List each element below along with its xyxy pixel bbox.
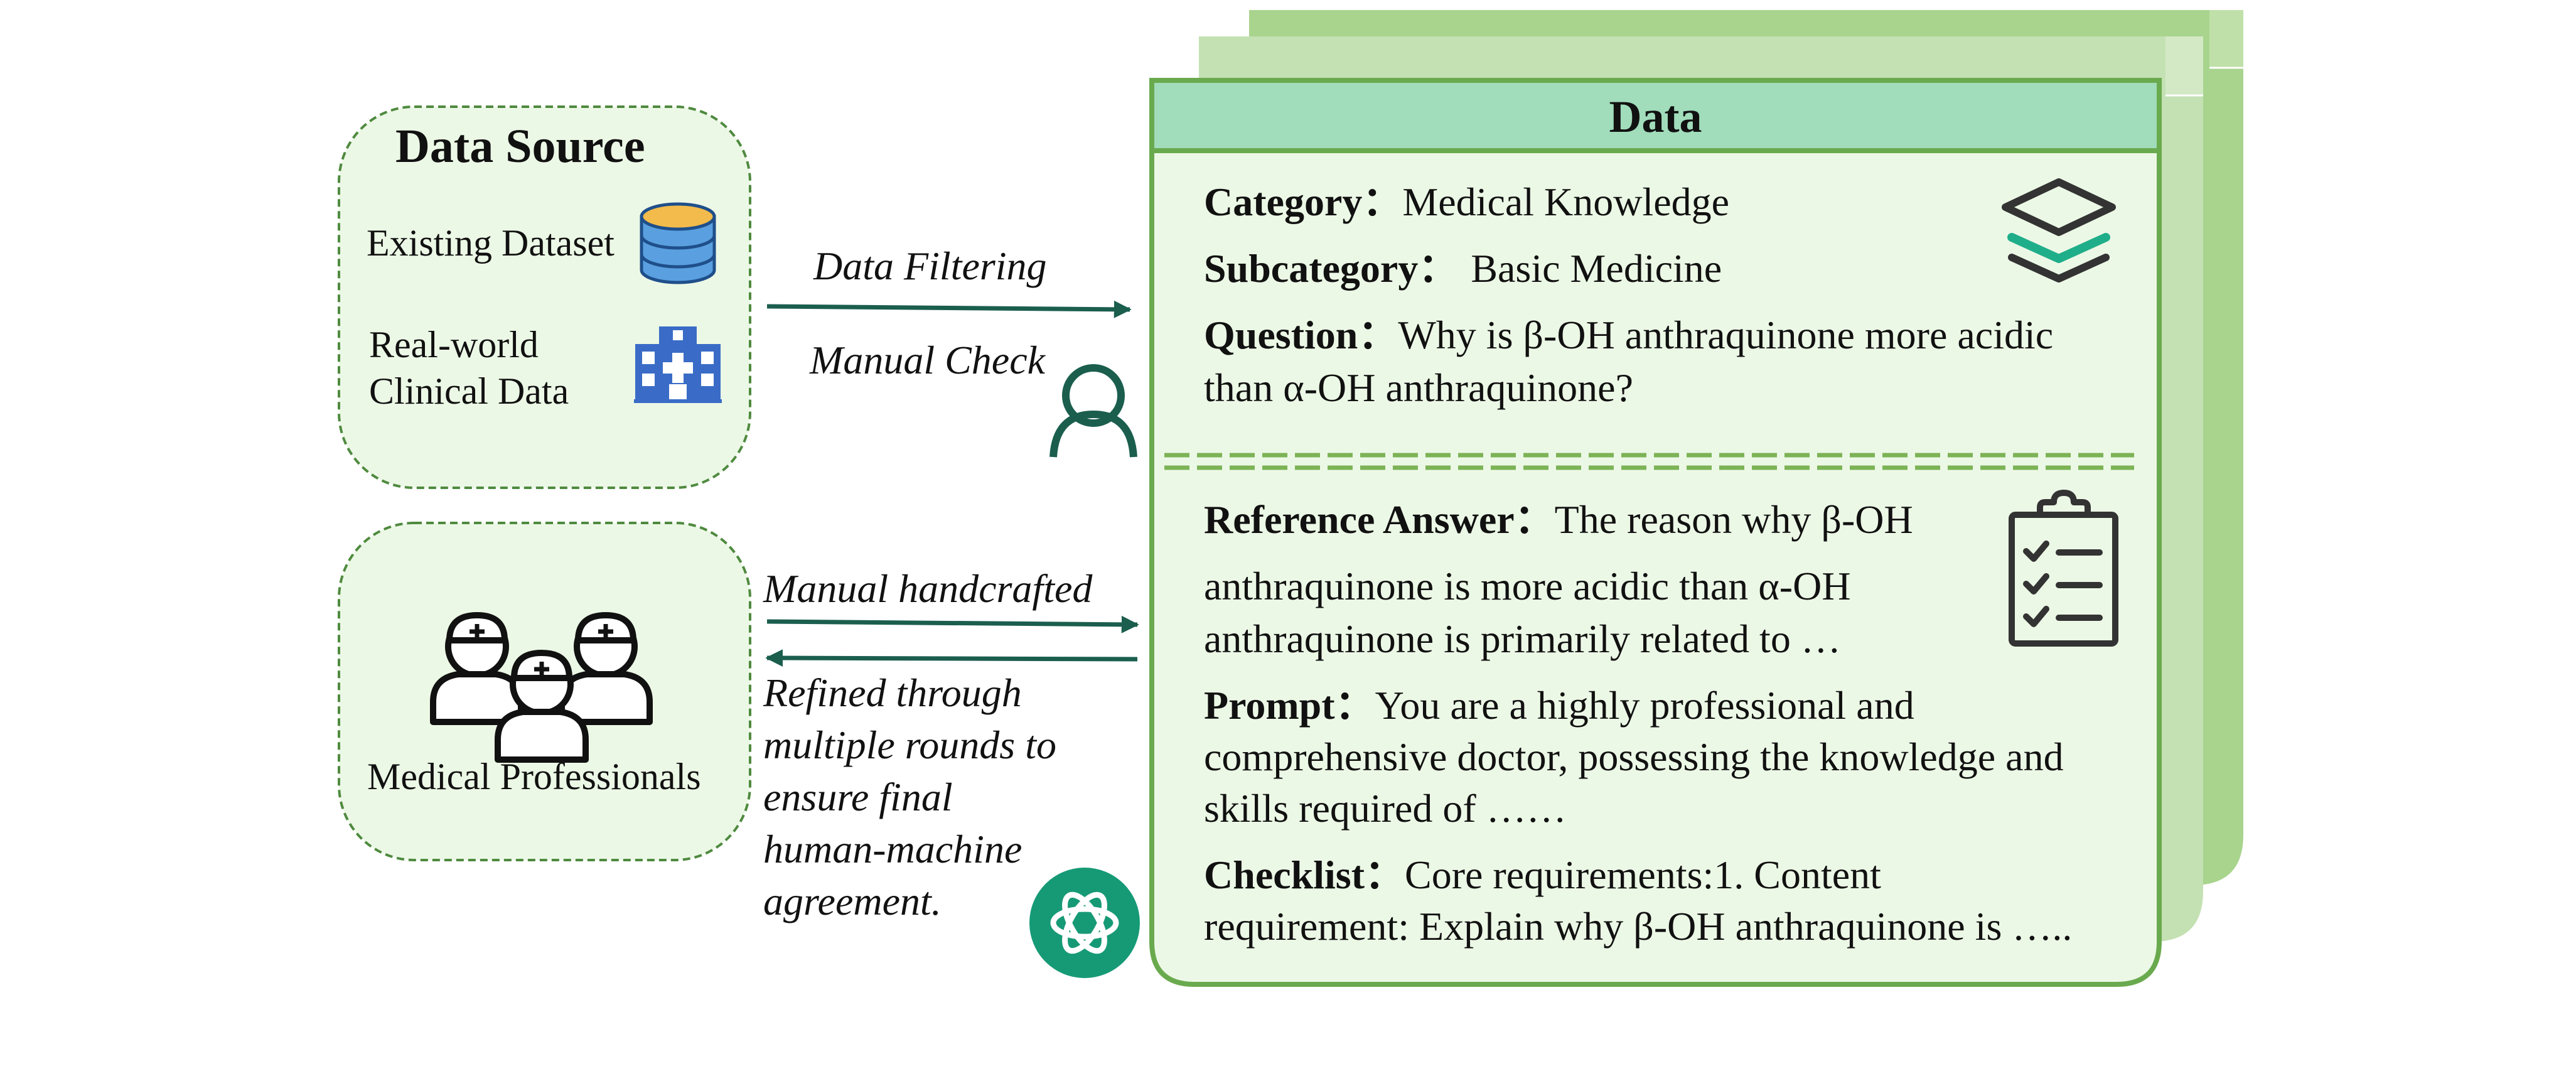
refined-label-line4: human-machine xyxy=(763,827,1022,871)
hospital-icon xyxy=(634,326,722,403)
checklist-line1: Core requirements:1. Content xyxy=(1405,853,1881,897)
layers-icon xyxy=(2002,178,2116,283)
openai-logo-icon xyxy=(1029,868,1140,978)
data-filtering-label: Data Filtering xyxy=(813,244,1047,288)
refined-arrow xyxy=(765,649,1138,667)
existing-dataset-label: Existing Dataset xyxy=(367,222,614,264)
category-value: Medical Knowledge xyxy=(1402,180,1730,224)
clinical-data-label-line1: Real-world xyxy=(369,324,539,365)
reference-key: Reference Answer： xyxy=(1204,497,1555,542)
prompt-line1: You are a highly professional and xyxy=(1375,683,1914,728)
prompt-row: Prompt：You are a highly professional and xyxy=(1204,679,1914,731)
question-line2: than α-OH anthraquinone? xyxy=(1204,365,1633,410)
subcategory-row: Subcategory： Basic Medicine xyxy=(1204,242,1722,294)
data-card-title: Data xyxy=(1609,92,1702,142)
data-source-title: Data Source xyxy=(395,120,645,173)
refined-label-line3: ensure final xyxy=(763,775,953,819)
doctors-icon xyxy=(430,612,653,763)
prompt-line3: skills required of …… xyxy=(1204,786,1567,831)
question-line1: Why is β-OH anthraquinone more acidic xyxy=(1398,313,2054,357)
refined-label-line5: agreement. xyxy=(763,879,942,923)
reference-line2: anthraquinone is more acidic than α-OH xyxy=(1204,564,1851,608)
medical-professionals-label: Medical Professionals xyxy=(367,756,701,797)
checklist-line2: requirement: Explain why β-OH anthraquin… xyxy=(1204,904,2073,949)
database-icon xyxy=(640,202,716,284)
data-filtering-arrow xyxy=(766,300,1132,318)
subcategory-value: Basic Medicine xyxy=(1471,246,1722,291)
question-row: Question：Why is β-OH anthraquinone more … xyxy=(1204,309,2053,361)
checklist-key: Checklist： xyxy=(1204,853,1405,897)
manual-handcrafted-label: Manual handcrafted xyxy=(763,566,1093,611)
reference-row: Reference Answer：The reason why β-OH xyxy=(1204,493,1913,546)
reference-line1: The reason why β-OH xyxy=(1554,497,1913,542)
clipboard-checklist-icon xyxy=(2009,490,2118,647)
category-key: Category： xyxy=(1204,180,1403,224)
person-icon xyxy=(1049,364,1137,458)
manual-check-label: Manual Check xyxy=(810,338,1045,382)
refined-label-line2: multiple rounds to xyxy=(763,723,1056,767)
reference-line3: anthraquinone is primarily related to … xyxy=(1204,616,1841,661)
clinical-data-label-line2: Clinical Data xyxy=(369,370,569,412)
handcrafted-arrow xyxy=(766,615,1139,633)
category-row: Category：Medical Knowledge xyxy=(1204,176,1729,228)
checklist-row: Checklist：Core requirements:1. Content xyxy=(1204,849,1881,901)
subcategory-key: Subcategory： xyxy=(1204,246,1459,291)
refined-label-line1: Refined through xyxy=(763,670,1022,715)
data-card xyxy=(1149,78,2162,987)
question-key: Question： xyxy=(1204,313,1398,357)
prompt-key: Prompt： xyxy=(1204,683,1375,728)
prompt-line2: comprehensive doctor, possessing the kno… xyxy=(1204,735,2064,779)
